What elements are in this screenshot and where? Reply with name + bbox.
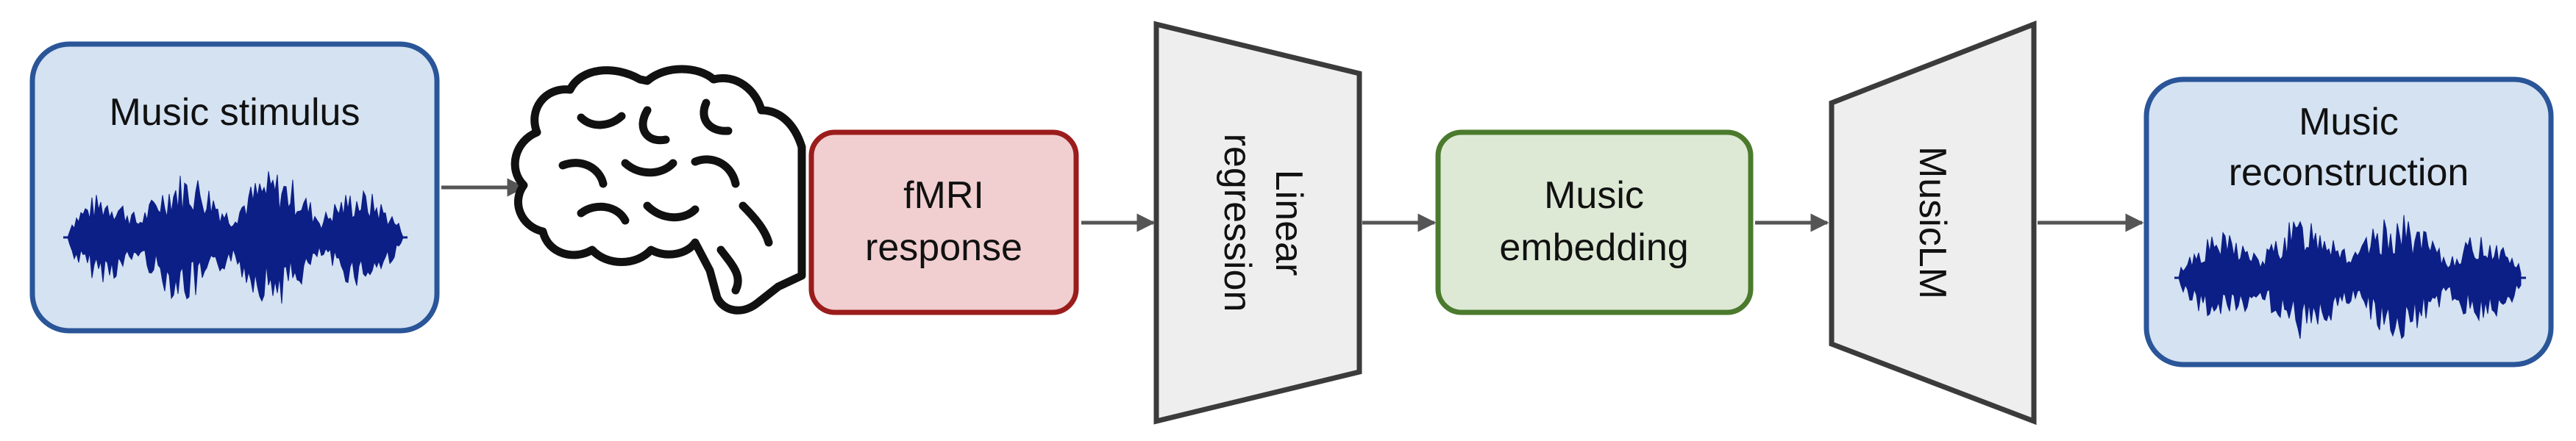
musiclm-node: MusicLM — [1829, 20, 2037, 426]
reconstruction-label-line1: Music — [2299, 101, 2399, 143]
linear-regression-node: Linear regression — [1153, 21, 1362, 425]
music-embedding-node: Music embedding — [1435, 129, 1754, 315]
fmri-response-node: fMRI response — [808, 129, 1079, 315]
waveform-icon — [2174, 215, 2526, 340]
brain-icon — [510, 65, 806, 315]
music-stimulus-node: Music stimulus — [29, 41, 440, 334]
reconstruction-label-line2: reconstruction — [2229, 151, 2469, 194]
fmri-label-line2: response — [865, 226, 1022, 269]
embedding-label-line1: Music — [1544, 174, 1644, 217]
fmri-label-line1: fMRI — [903, 174, 984, 217]
music-reconstruction-node: Music reconstruction — [2143, 76, 2554, 368]
regression-label-line2: regression — [1216, 134, 1259, 312]
embedding-label-line2: embedding — [1499, 226, 1688, 269]
musiclm-label: MusicLM — [1911, 146, 1954, 299]
music-stimulus-label: Music stimulus — [110, 91, 360, 134]
waveform-icon — [63, 171, 408, 304]
regression-label-line1: Linear — [1267, 170, 1310, 276]
